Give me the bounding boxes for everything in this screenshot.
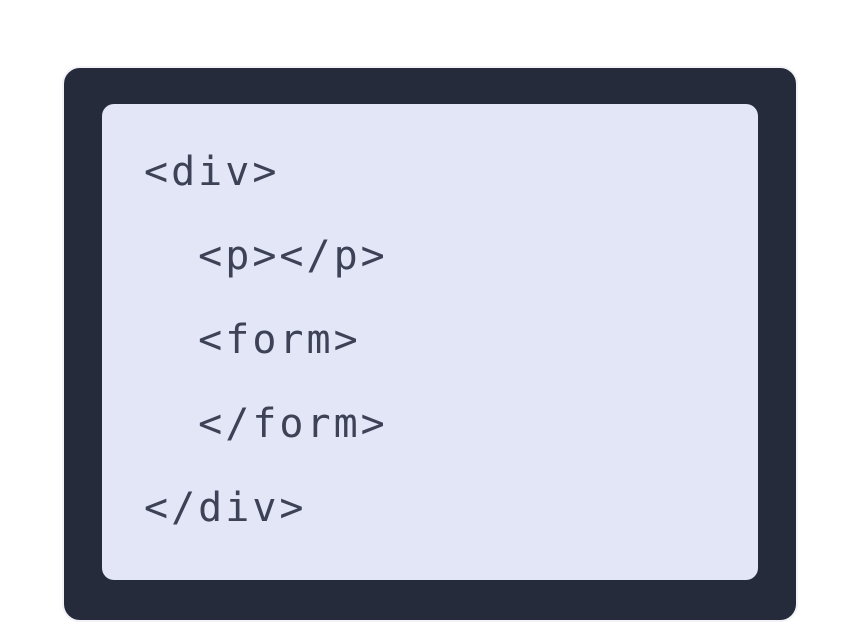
code-panel: <div> <p></p> <form> </form> </div> — [102, 104, 758, 580]
code-line: <p></p> — [144, 233, 388, 279]
code-block: <div> <p></p> <form> </form> </div> — [102, 104, 758, 576]
code-line: </div> — [144, 485, 307, 531]
code-line: <form> — [144, 317, 361, 363]
code-line: <div> — [144, 149, 280, 195]
code-line: </form> — [144, 401, 388, 447]
code-card: <div> <p></p> <form> </form> </div> — [62, 66, 798, 622]
